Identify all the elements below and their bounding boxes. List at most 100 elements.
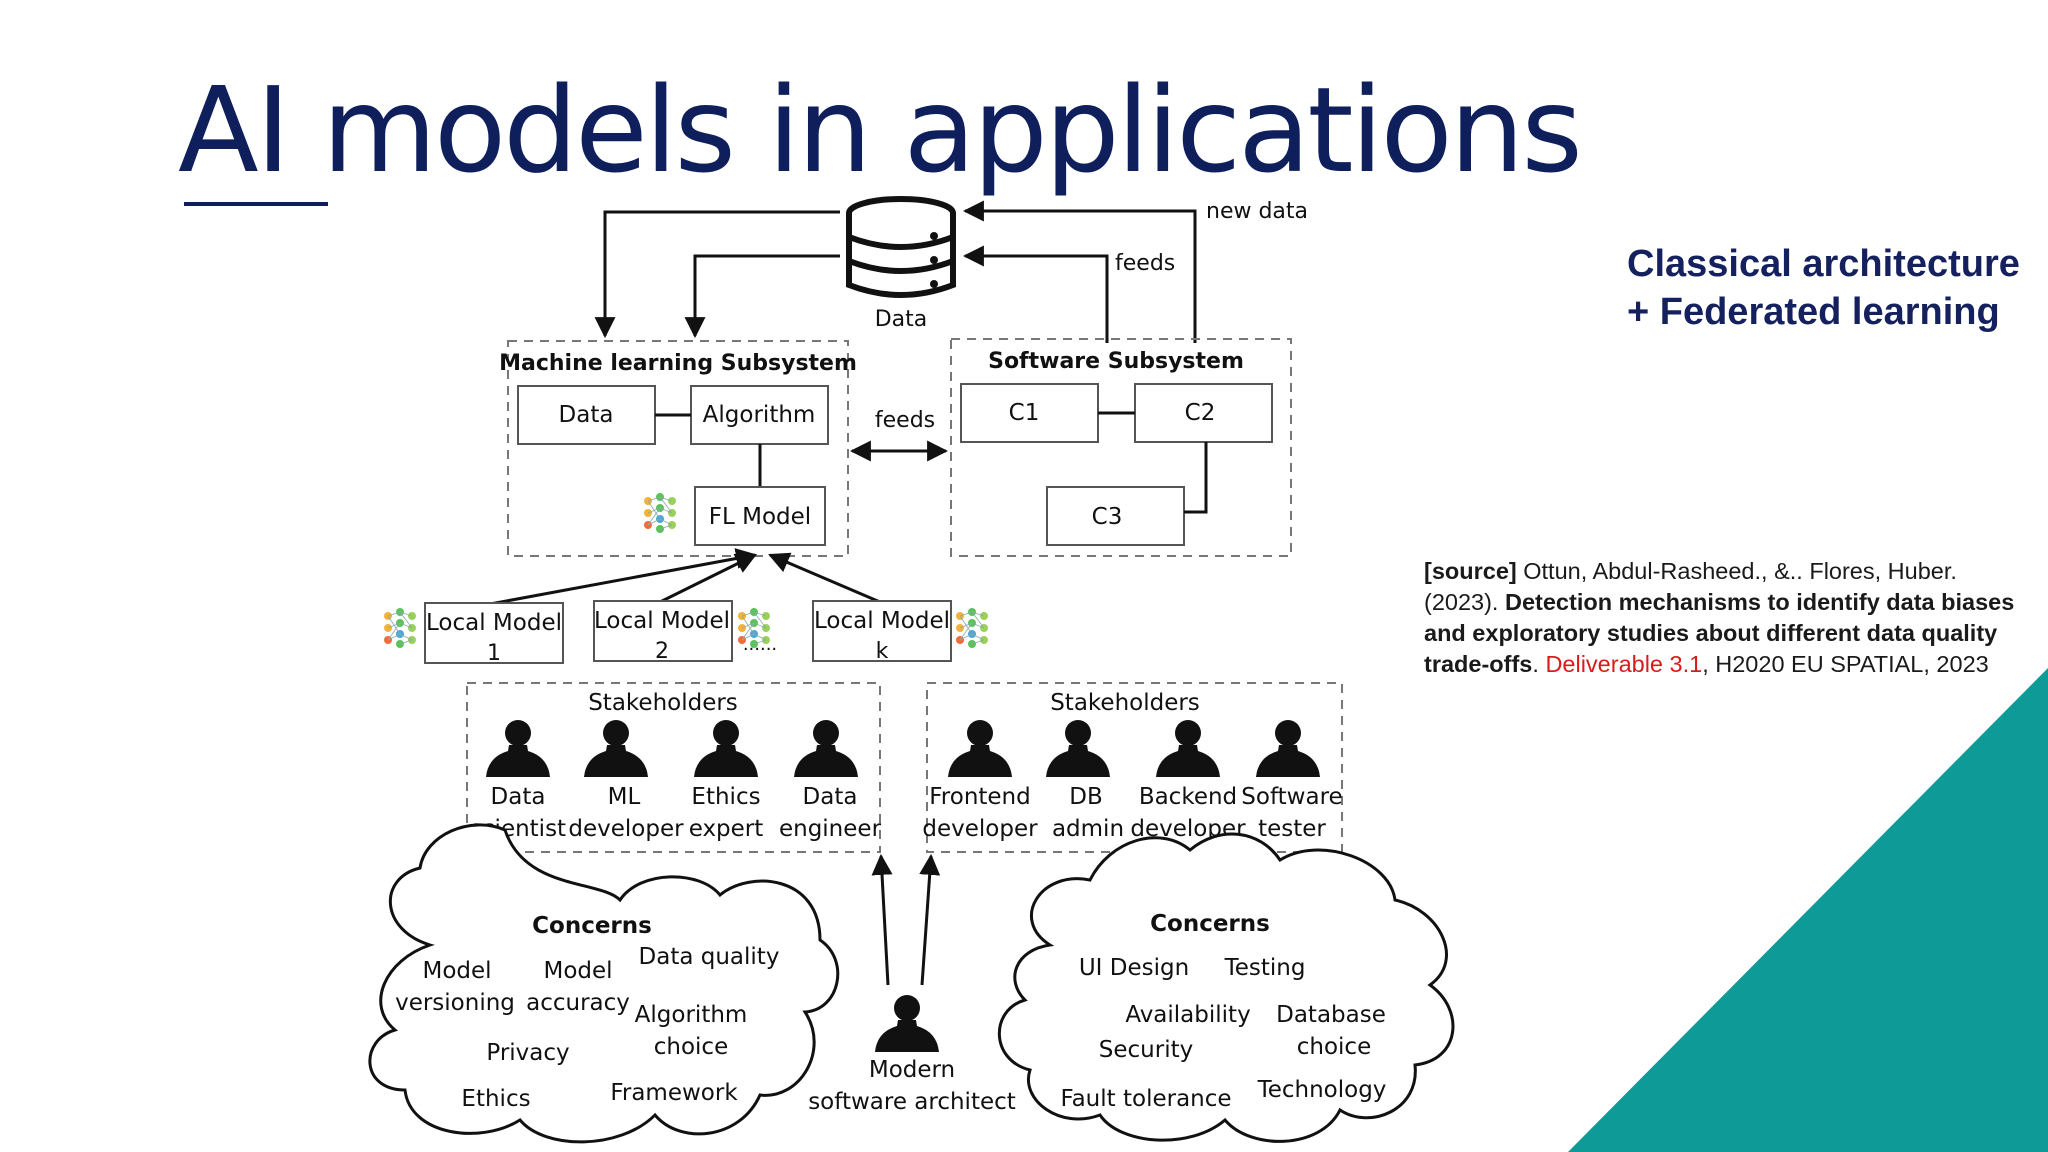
stakeholder-right-4-line2: tester [1258, 816, 1326, 842]
source-authors: Ottun, Abdul-Rasheed., &.. Flores, Huber… [1424, 558, 1957, 615]
side-heading: Classical architecture + Federated learn… [1627, 240, 2047, 336]
stakeholder-left-4-line1: Data [803, 784, 858, 810]
local-model-1-node [424, 602, 564, 664]
stakeholder-right-2-line1: DB [1069, 784, 1103, 810]
concern-left-model-versioning-2: versioning [395, 990, 515, 1016]
concern-left-framework: Framework [610, 1080, 738, 1106]
c2-label: C2 [1185, 400, 1216, 426]
software-subsystem-title: Software Subsystem [988, 349, 1244, 374]
concern-left-model-accuracy-1: Model [543, 958, 612, 984]
local-model-1-line2: 1 [487, 641, 501, 666]
local-model-2-line1: Local Model [594, 608, 730, 634]
concerns-right-title: Concerns [1150, 911, 1270, 937]
c2-c3-connector [1184, 442, 1208, 514]
c2-node [1134, 383, 1273, 443]
local-model-k-neural-net-icon [955, 607, 989, 649]
localk-arrow [768, 552, 881, 604]
stakeholder-right-2-line2: admin [1052, 816, 1124, 842]
local1-arrow [489, 548, 758, 606]
concern-left-data-quality: Data quality [639, 944, 780, 970]
stakeholder-right-3-line1: Backend [1139, 784, 1237, 810]
stakeholder-left-2-line2: developer [568, 816, 684, 842]
stakeholder-right-4-line1: Software [1241, 784, 1342, 810]
new-data-arrow [962, 200, 1197, 343]
concern-left-ethics: Ethics [461, 1086, 530, 1112]
ml-algorithm-label: Algorithm [703, 402, 816, 428]
ml-data-node [517, 385, 656, 445]
c1-label: C1 [1009, 400, 1040, 426]
local-model-2-node [593, 600, 733, 662]
db-admin-person-icon [1046, 720, 1110, 777]
software-tester-person-icon [1256, 720, 1320, 777]
c3-label: C3 [1092, 504, 1123, 530]
stakeholder-right-1-line2: developer [922, 816, 1038, 842]
concern-right-testing: Testing [1224, 955, 1306, 981]
software-subsystem-box [950, 338, 1292, 557]
stakeholders-left-title: Stakeholders [588, 690, 738, 716]
architect-to-left-stakeholders-arrow [871, 853, 893, 986]
concerns-left-title: Concerns [532, 913, 652, 939]
side-heading-line-2: + Federated learning [1627, 291, 2000, 333]
new-data-label: new data [1206, 199, 1308, 224]
feeds-mid-label: feeds [875, 408, 935, 433]
db-to-ml-data-arrow [594, 210, 840, 339]
deliverable-link[interactable]: Deliverable 3.1 [1545, 651, 1703, 677]
local2-arrow [659, 553, 757, 604]
concern-right-ui-design: UI Design [1079, 955, 1189, 981]
data-engineer-person-icon [794, 720, 858, 777]
concern-left-model-accuracy-2: accuracy [526, 990, 630, 1016]
frontend-developer-person-icon [948, 720, 1012, 777]
concern-right-technology: Technology [1257, 1077, 1387, 1103]
architect-line2: software architect [808, 1089, 1016, 1115]
slide-title: AI models in applications [178, 61, 1583, 199]
local-model-k-line2: k [876, 639, 889, 664]
stakeholder-left-3-line1: Ethics [691, 784, 760, 810]
local-model-1-line1: Local Model [426, 610, 562, 636]
data-scientist-person-icon [486, 720, 550, 777]
concern-right-fault-tolerance: Fault tolerance [1060, 1086, 1231, 1112]
architect-to-right-stakeholders-arrow [919, 853, 941, 986]
ethics-expert-person-icon [694, 720, 758, 777]
database-label: Data [875, 307, 928, 332]
concern-right-database-choice-1: Database [1276, 1002, 1386, 1028]
stakeholder-right-1-line1: Frontend [929, 784, 1031, 810]
concern-left-privacy: Privacy [486, 1040, 569, 1066]
fl-model-node [694, 486, 826, 546]
c3-node [1046, 486, 1185, 546]
local-model-1-neural-net-icon [383, 607, 417, 649]
source-tag: [source] [1424, 558, 1517, 584]
local-model-k-node [812, 600, 952, 662]
concern-right-database-choice-2: choice [1297, 1034, 1371, 1060]
concern-left-model-versioning-1: Model [422, 958, 491, 984]
db-to-algorithm-arrow [684, 254, 840, 339]
source-title: Detection mechanisms to identify data bi… [1424, 589, 2015, 677]
stakeholders-left-box [466, 682, 881, 853]
ml-subsystem-title: Machine learning Subsystem [499, 351, 857, 376]
concern-right-availability: Availability [1125, 1002, 1250, 1028]
concern-left-algorithm-choice-2: choice [654, 1034, 728, 1060]
c1-node [960, 383, 1099, 443]
stakeholder-left-1-line1: Data [491, 784, 546, 810]
concerns-left-cloud [368, 823, 840, 1144]
stakeholder-left-3-line2: expert [689, 816, 764, 842]
concern-right-security: Security [1099, 1037, 1193, 1063]
ml-data-label: Data [559, 402, 614, 428]
stakeholder-left-2-line1: ML [608, 784, 641, 810]
side-heading-line-1: Classical architecture [1627, 243, 2020, 285]
database-icon [846, 196, 956, 298]
stakeholder-left-4-line2: engineer [779, 816, 882, 842]
source-separator: . [1532, 651, 1546, 677]
feeds-top-label: feeds [1115, 251, 1175, 276]
concerns-right-cloud [997, 832, 1455, 1143]
fl-model-neural-net-icon [643, 492, 677, 534]
local-model-k-line1: Local Model [814, 608, 950, 634]
local-models-ellipsis: ...... [743, 634, 777, 655]
ml-developer-person-icon [584, 720, 648, 777]
ml-subsystem-box [507, 340, 849, 557]
architect-line1: Modern [869, 1057, 955, 1083]
source-rest: , H2020 EU SPATIAL, 2023 [1702, 651, 1989, 677]
fl-model-label: FL Model [709, 504, 811, 530]
stakeholders-right-title: Stakeholders [1050, 690, 1200, 716]
